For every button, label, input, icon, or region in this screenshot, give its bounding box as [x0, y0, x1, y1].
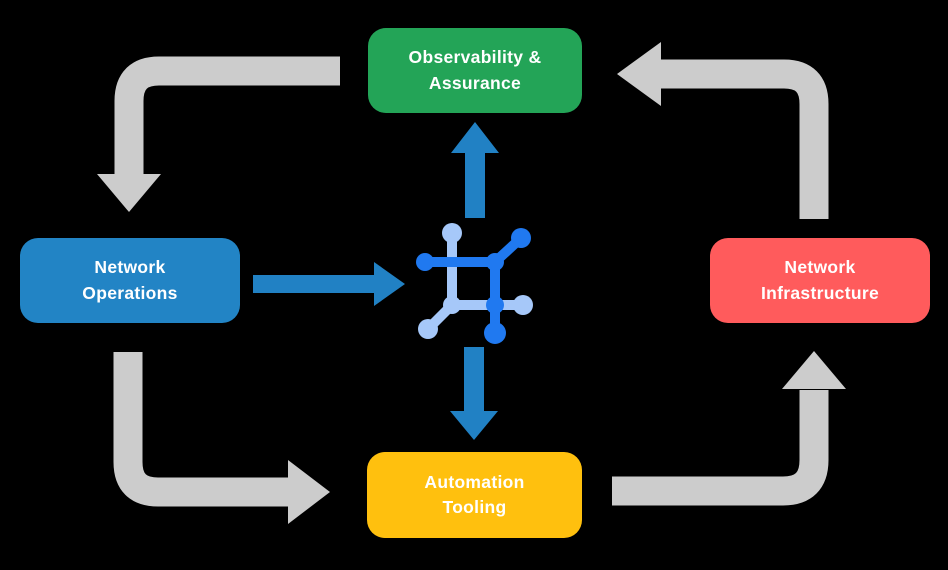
node-network-operations-label: Network Operations: [82, 257, 178, 303]
node-network-operations: Network Operations: [20, 238, 240, 323]
cycle-arrow-bottom-right: [612, 351, 846, 506]
flow-arrow-center-to-observability: [451, 122, 499, 218]
flow-arrow-operations-to-center: [253, 262, 405, 306]
node-network-infrastructure-label: Network Infrastructure: [761, 257, 879, 303]
flow-arrow-center-to-automation: [450, 347, 498, 440]
node-network-infrastructure: Network Infrastructure: [710, 238, 930, 323]
cycle-arrow-top-right: [617, 42, 829, 219]
cycle-arrow-top-left: [97, 56, 340, 212]
node-observability-assurance: Observability & Assurance: [368, 28, 582, 113]
network-automation-icon: [416, 223, 533, 344]
node-automation-tooling: Automation Tooling: [367, 452, 582, 538]
node-observability-assurance-label: Observability & Assurance: [408, 47, 542, 93]
node-automation-tooling-label: Automation Tooling: [424, 471, 525, 517]
cycle-arrow-bottom-left: [113, 352, 330, 524]
